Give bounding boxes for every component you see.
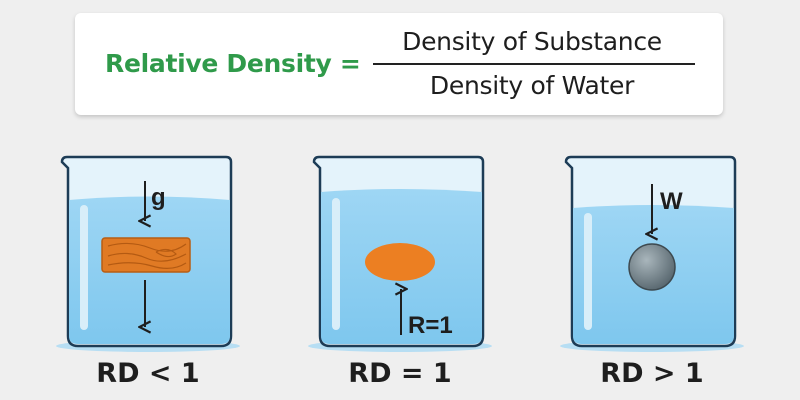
- rd-greater-than-one-label: RD > 1: [600, 358, 704, 389]
- beaker-3-reflection: [584, 213, 592, 330]
- beaker-2-reflection: [332, 198, 340, 330]
- formula-label: Relative Density =: [105, 49, 361, 78]
- fraction-bar: [373, 63, 695, 65]
- beaker-1-reflection: [80, 205, 88, 330]
- buoyancy-label: R=1: [408, 312, 453, 339]
- gravity-label: g: [151, 184, 166, 211]
- metal-ball: [628, 243, 676, 291]
- weight-label: W: [660, 188, 683, 215]
- wood-grain: [107, 242, 187, 269]
- beaker-1: g: [56, 155, 240, 352]
- orange-object: [365, 243, 435, 281]
- beaker-2: R=1: [308, 155, 492, 352]
- formula-numerator: Density of Substance: [402, 27, 662, 56]
- beaker-3: W: [560, 155, 744, 352]
- formula-card: Relative Density = Density of Substance …: [75, 13, 723, 115]
- formula-denominator: Density of Water: [429, 71, 635, 100]
- wood-block: [101, 237, 191, 273]
- rd-equal-one-label: RD = 1: [348, 358, 452, 389]
- rd-less-than-one-label: RD < 1: [96, 358, 200, 389]
